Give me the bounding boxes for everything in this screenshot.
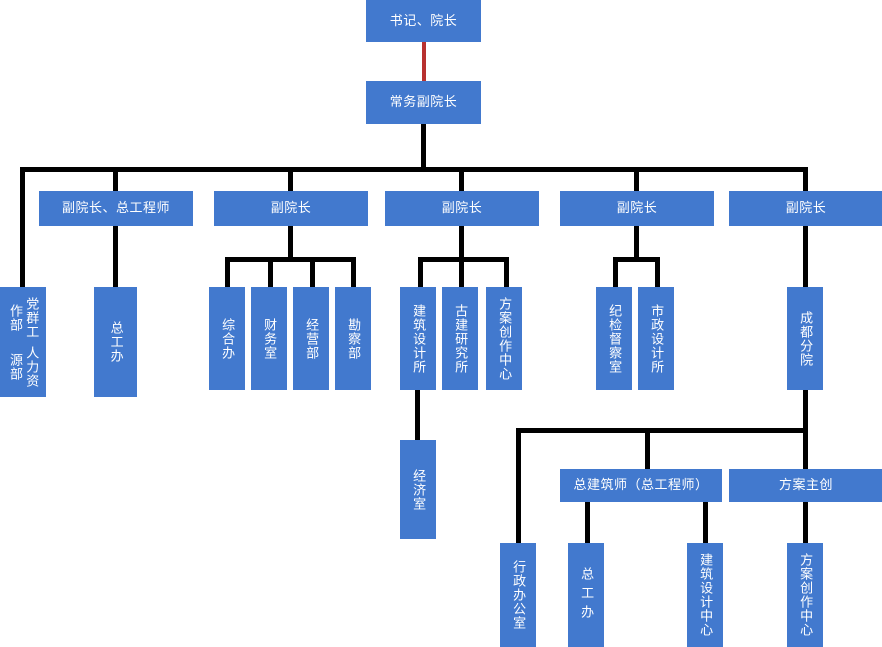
- connector-b4-drop-2: [655, 257, 660, 288]
- node-vp-5[interactable]: 副院长: [729, 191, 882, 226]
- connector-b2-drop-2: [268, 257, 273, 288]
- node-chengdu-branch[interactable]: 成都分院: [787, 287, 823, 390]
- node-general-office[interactable]: 综合办: [209, 287, 245, 390]
- node-admin-office[interactable]: 行政办公室: [500, 543, 536, 647]
- node-vp-2[interactable]: 副院长: [214, 191, 368, 226]
- connector-chengdu-drop-chiefarch: [645, 428, 650, 469]
- node-party-affairs-label: 党群工作部: [8, 296, 40, 339]
- connector-chengdu-stem: [803, 390, 808, 432]
- node-vp-3[interactable]: 副院长: [385, 191, 539, 226]
- connector-b3-drop-2: [459, 257, 464, 288]
- node-chief-engineer-office[interactable]: 总工办: [94, 287, 137, 397]
- connector-b2-stem: [288, 225, 293, 261]
- connector-b4-drop-1: [613, 257, 618, 288]
- node-chengdu-scheme-creation-center[interactable]: 方案创作中心: [787, 543, 823, 647]
- connector-bus-drop-3: [459, 167, 464, 192]
- connector-bus-drop-2: [288, 167, 293, 192]
- connector-b3-drop-1: [418, 257, 423, 288]
- node-survey-dept[interactable]: 勘察部: [335, 287, 371, 390]
- node-ancient-architecture-institute[interactable]: 古建研究所: [442, 287, 478, 390]
- node-architectural-design-institute[interactable]: 建筑设计所: [400, 287, 436, 390]
- connector-chiefarch-drop-eng: [585, 502, 590, 543]
- connector-root-to-deputy: [422, 41, 426, 82]
- node-hr-label: 人力资源部: [8, 345, 40, 388]
- connector-archinst-to-econ: [415, 390, 420, 440]
- connector-b5-stem: [803, 225, 808, 287]
- connector-b4-stem: [634, 225, 639, 261]
- connector-main-bus: [22, 167, 806, 172]
- connector-b4-bus: [613, 257, 660, 262]
- node-hr-and-party-affairs[interactable]: 党群工作部 人力资源部: [0, 287, 46, 397]
- connector-b2-drop-1: [225, 257, 230, 288]
- node-architectural-design-center[interactable]: 建筑设计中心: [687, 543, 723, 647]
- node-operations-dept[interactable]: 经营部: [293, 287, 329, 390]
- node-economics-office[interactable]: 经济室: [400, 440, 436, 539]
- connector-bus-drop-5: [803, 167, 808, 192]
- connector-b3-stem: [459, 225, 464, 261]
- connector-deputy-stem: [421, 124, 426, 170]
- node-vp-4[interactable]: 副院长: [560, 191, 714, 226]
- node-secretary-president[interactable]: 书记、院长: [366, 0, 481, 42]
- connector-chengdu-bus: [516, 428, 808, 433]
- connector-schemelead-drop: [803, 502, 808, 543]
- node-discipline-inspection-office[interactable]: 纪检督察室: [596, 287, 632, 390]
- node-vp-chief-engineer[interactable]: 副院长、总工程师: [39, 191, 193, 226]
- node-executive-vice-president[interactable]: 常务副院长: [366, 81, 481, 124]
- connector-bus-drop-4: [634, 167, 639, 192]
- connector-b2-drop-3: [310, 257, 315, 288]
- node-chief-architect[interactable]: 总建筑师（总工程师）: [560, 469, 722, 502]
- connector-chiefarch-drop-center: [703, 502, 708, 543]
- node-finance-office[interactable]: 财务室: [251, 287, 287, 390]
- connector-b2-drop-4: [351, 257, 356, 288]
- node-municipal-design-institute[interactable]: 市政设计所: [638, 287, 674, 390]
- node-scheme-creation-center[interactable]: 方案创作中心: [486, 287, 522, 390]
- connector-b3-drop-3: [504, 257, 509, 288]
- connector-chengdu-drop-admin: [516, 428, 521, 543]
- node-scheme-lead[interactable]: 方案主创: [729, 469, 882, 502]
- connector-chengdu-drop-scheme: [803, 428, 808, 469]
- node-chengdu-chief-engineer-office[interactable]: 总工办: [568, 543, 604, 647]
- connector-bus-drop-hr: [20, 167, 25, 287]
- connector-b2-bus: [225, 257, 355, 262]
- connector-b1-stem: [113, 225, 118, 287]
- connector-bus-drop-1: [113, 167, 118, 192]
